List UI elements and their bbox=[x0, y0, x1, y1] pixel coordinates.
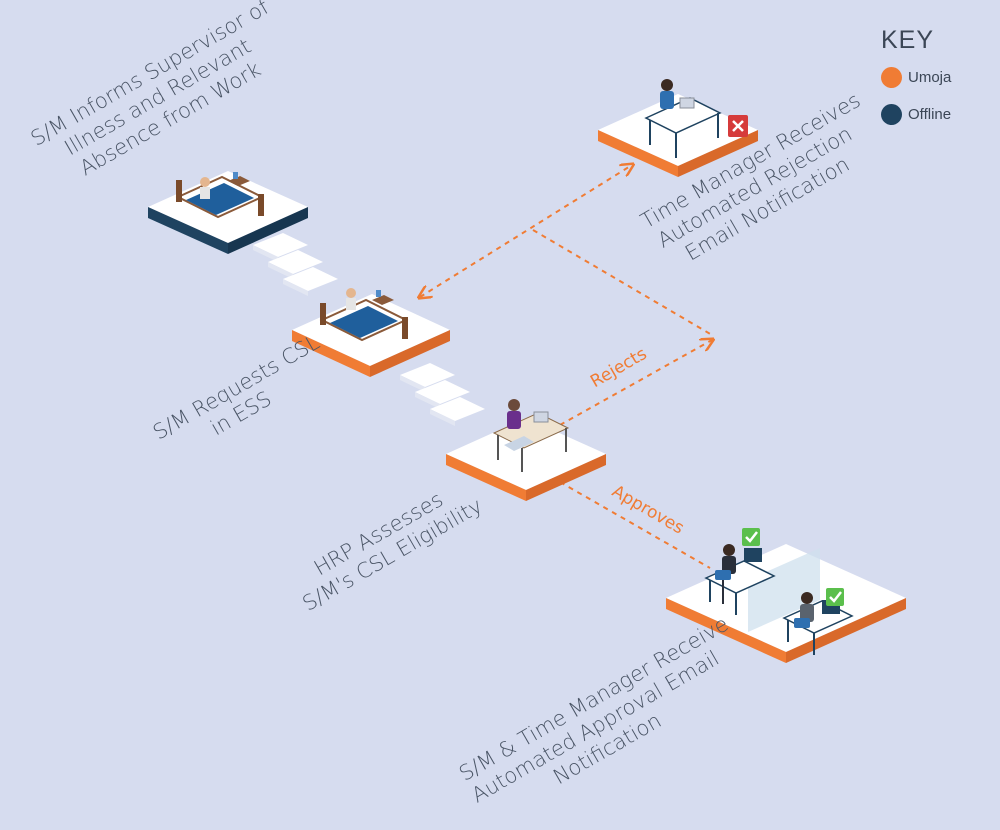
arrow-rejects-to-request bbox=[532, 229, 713, 336]
key-title: KEY bbox=[881, 26, 935, 54]
key-item-label: Umoja bbox=[908, 68, 952, 86]
umoja-color-dot bbox=[881, 66, 902, 88]
platform-request bbox=[292, 288, 450, 377]
steps-lower bbox=[400, 363, 485, 426]
key-item-label: Offline bbox=[908, 105, 952, 123]
desk-icon bbox=[644, 97, 722, 158]
time-manager-person-icon bbox=[660, 79, 674, 109]
platform-assess bbox=[446, 399, 606, 501]
platform-approval bbox=[666, 528, 906, 663]
bed-icon bbox=[319, 288, 409, 342]
key-item-offline: Offline bbox=[881, 103, 951, 125]
offline-color-dot bbox=[881, 103, 902, 125]
key-item-umoja: Umoja bbox=[881, 66, 951, 88]
arrow-request-to-rejection bbox=[420, 165, 632, 297]
platform-rejection bbox=[598, 79, 758, 177]
sm-person-icon bbox=[715, 544, 736, 604]
platform-inform bbox=[148, 171, 308, 254]
time-manager-person-icon bbox=[794, 592, 814, 628]
connectors bbox=[420, 165, 713, 569]
steps-upper bbox=[253, 233, 338, 296]
arrow-approves bbox=[559, 481, 711, 569]
bed-icon bbox=[175, 175, 265, 219]
nightstand-icon bbox=[228, 172, 250, 186]
reject-x-icon bbox=[728, 115, 748, 137]
divider-glass bbox=[748, 548, 820, 632]
hrp-person-icon bbox=[504, 399, 534, 451]
